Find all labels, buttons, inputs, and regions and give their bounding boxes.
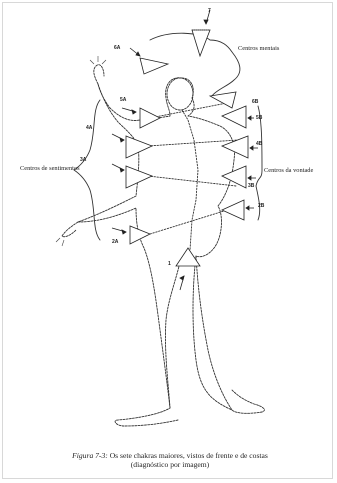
arrow-icon — [130, 48, 140, 56]
will-centers-label: Centros da vontade — [264, 168, 313, 174]
caption-line2: (diagnóstico por imagem) — [131, 460, 209, 469]
mental-centers-label: Centros mentais — [238, 46, 279, 52]
chakra-label-4a: 4A — [86, 126, 92, 131]
arrow-icon — [112, 164, 124, 172]
chakra-label-3b: 3B — [248, 184, 254, 189]
chakra-label-5a: 5A — [120, 98, 126, 103]
caption-text: Os sete chakras maiores, vistos de frent… — [108, 451, 268, 460]
chakra-meridian-1 — [150, 102, 232, 118]
chakra-label-3a: 3A — [80, 158, 86, 163]
chakra-cone-2b — [222, 200, 244, 220]
chakra-label-5b: 5B — [256, 116, 262, 121]
chakra-label-6a: 6A — [114, 46, 120, 51]
chakra-label-1: 1 — [168, 262, 171, 267]
chakra-cone-6a — [140, 58, 168, 74]
chakra-label-2a: 2A — [112, 240, 118, 245]
chakra-label-4b: 4B — [256, 142, 262, 147]
arrow-icon — [180, 276, 184, 290]
chakra-label-6b: 6B — [252, 100, 258, 105]
head — [167, 78, 193, 110]
extended-arm — [62, 222, 78, 237]
body-outline — [78, 78, 264, 426]
feeling-centers-label: Centros de sentimentos — [20, 166, 80, 172]
chakra-label-2b: 2B — [258, 204, 264, 209]
arrow-icon — [122, 108, 136, 114]
chakra-cone-3a — [126, 166, 152, 188]
chakra-meridian-3 — [148, 176, 236, 186]
chakra-cone-7 — [192, 30, 210, 56]
figure-caption: Figura 7-3: Os sete chakras maiores, vis… — [30, 451, 310, 469]
caption-lead: Figura 7-3: — [72, 451, 108, 460]
arrow-icon — [112, 134, 124, 142]
arrow-icon — [112, 228, 126, 234]
arrow-icon — [248, 176, 256, 180]
arrow-icon — [248, 116, 254, 120]
right-leg — [193, 256, 232, 410]
left-arm — [94, 65, 104, 84]
chakra-cone-5b — [222, 106, 246, 128]
chakra-cone-2a — [130, 226, 150, 244]
arrow-icon — [246, 206, 254, 210]
chakra-label-7: 7 — [208, 9, 211, 14]
chakra-cone-5a — [140, 108, 160, 128]
chakra-cone-4b — [222, 136, 248, 158]
